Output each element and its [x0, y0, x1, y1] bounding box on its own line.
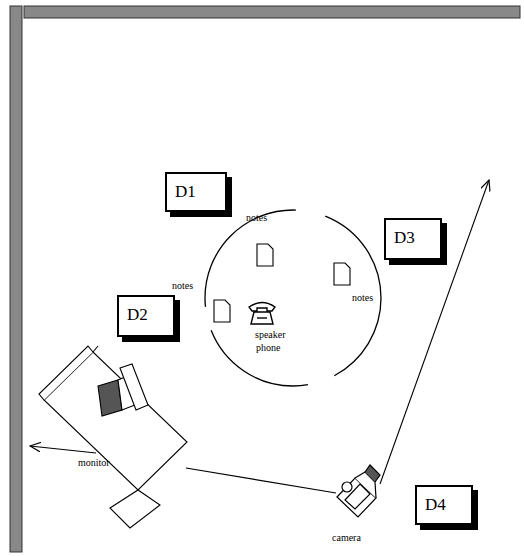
table-circle — [205, 210, 381, 386]
item-label: phone — [256, 342, 280, 354]
box-label: D1 — [167, 174, 225, 206]
display-box: D3 — [384, 218, 442, 260]
item-label: speaker — [255, 329, 286, 341]
box-label: D3 — [386, 220, 440, 252]
item-label: notes — [172, 280, 193, 292]
display-box: D1 — [165, 172, 227, 212]
monitor-desk — [39, 346, 187, 528]
box-label: D2 — [119, 297, 173, 329]
item-label: camera — [332, 532, 361, 544]
top-wall — [24, 6, 520, 18]
box-label: D4 — [417, 487, 471, 519]
phone-icon — [249, 303, 275, 325]
left-wall — [10, 6, 22, 552]
view-lines — [30, 180, 489, 493]
item-label: notes — [352, 292, 373, 304]
camera-icon — [337, 465, 380, 517]
note-icons — [214, 244, 350, 322]
display-box: D2 — [117, 295, 175, 337]
item-label: notes — [246, 212, 267, 224]
item-label: monitor — [78, 457, 110, 469]
display-box: D4 — [415, 485, 473, 525]
